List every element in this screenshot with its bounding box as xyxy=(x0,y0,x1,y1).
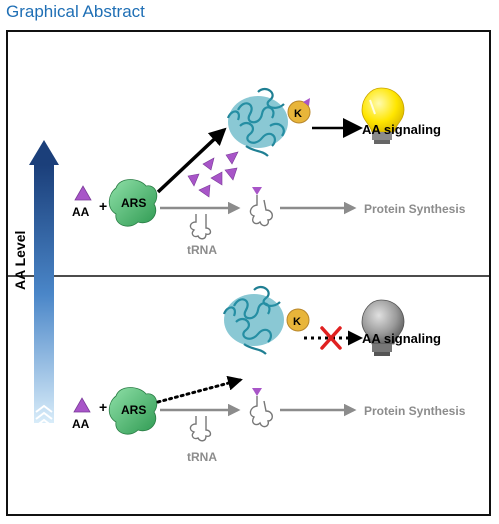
aa-level-arrow xyxy=(29,140,59,427)
trna-icon xyxy=(189,416,212,442)
lightbulb-off-icon xyxy=(361,299,405,356)
plus-sign: + xyxy=(99,399,107,415)
aa-triangle-icon xyxy=(73,397,91,413)
ars-to-protein-dotted-arrow xyxy=(156,375,243,404)
ars-label: ARS xyxy=(121,196,146,210)
axis-label-aa-level: AA Level xyxy=(12,231,28,290)
red-x-icon xyxy=(320,326,342,350)
plus-sign: + xyxy=(99,198,107,214)
top-panel: AA + ARS K xyxy=(72,87,466,257)
free-aa-triangles xyxy=(187,151,239,198)
ars-enzyme-icon xyxy=(108,179,158,227)
ars-label: ARS xyxy=(121,403,146,417)
page-title: Graphical Abstract xyxy=(6,2,145,21)
protein-synthesis-label: Protein Synthesis xyxy=(364,202,466,216)
ars-enzyme-icon xyxy=(108,387,158,435)
trna-icon xyxy=(189,214,212,240)
trna-label: tRNA xyxy=(187,450,217,464)
aa-triangle-icon xyxy=(74,185,92,201)
kinase-label: K xyxy=(293,316,301,328)
charged-trna-icon xyxy=(249,388,273,428)
aa-signaling-label: AA signaling xyxy=(362,122,441,137)
diagram-frame xyxy=(6,30,491,516)
bottom-panel: AA + ARS K AA signaling xyxy=(72,285,466,464)
protein-synthesis-label: Protein Synthesis xyxy=(364,404,466,418)
bound-aa-triangle-icon xyxy=(303,98,310,106)
kinase-icon xyxy=(287,100,311,124)
aa-label: AA xyxy=(72,205,90,219)
charged-trna-icon xyxy=(249,187,273,227)
trna-label: tRNA xyxy=(187,243,217,257)
aa-label: AA xyxy=(72,417,90,431)
kinase-label: K xyxy=(294,108,302,120)
ars-to-protein-arrow xyxy=(156,127,227,194)
kinase-icon xyxy=(286,308,310,332)
aa-signaling-label: AA signaling xyxy=(362,331,441,346)
lightbulb-on-icon xyxy=(361,87,405,144)
